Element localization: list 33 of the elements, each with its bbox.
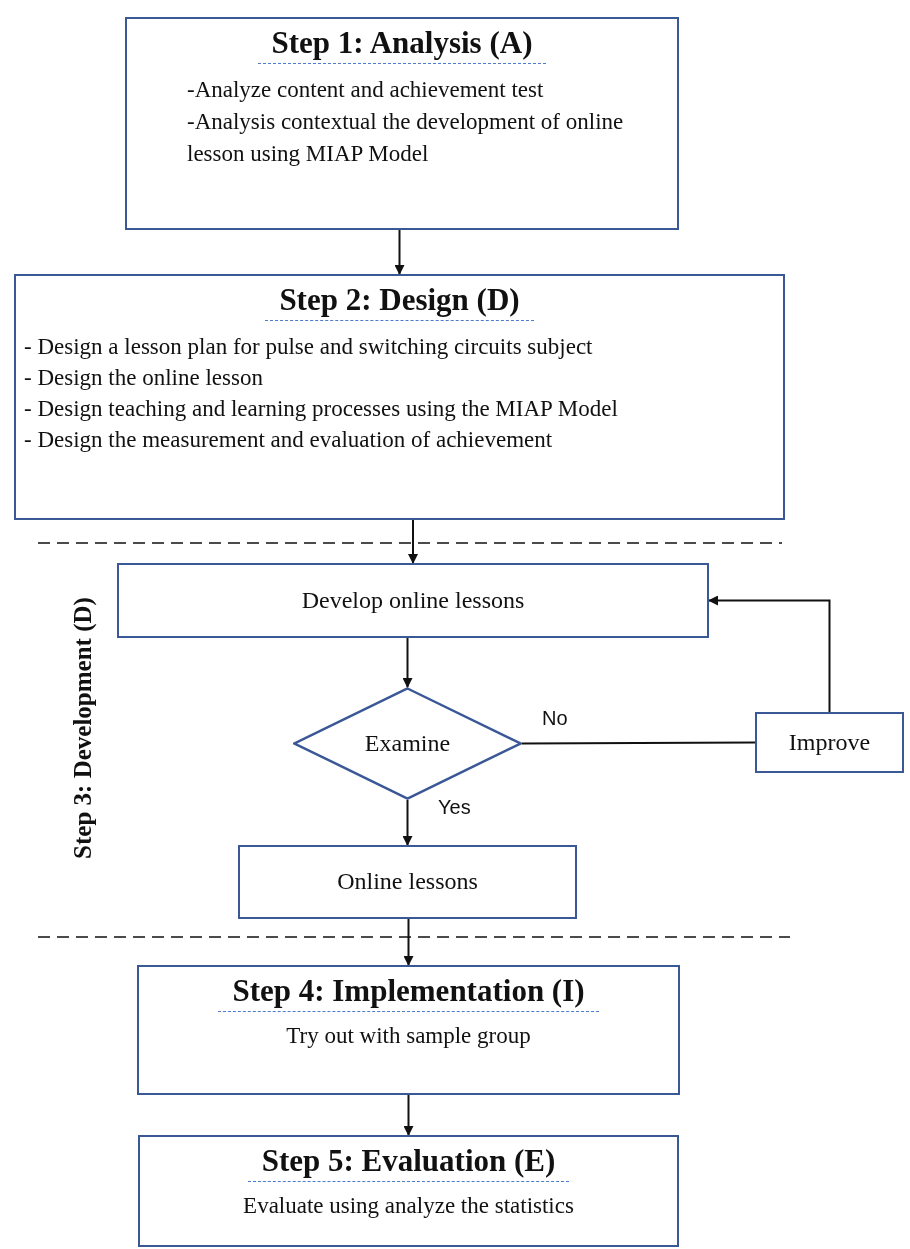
process-label: Develop online lessons xyxy=(301,585,525,615)
step-box xyxy=(125,17,679,230)
step-description: Try out with sample group xyxy=(285,1022,532,1050)
step-heading: Step 4: Implementation (I) xyxy=(218,973,599,1012)
arrow xyxy=(403,918,414,966)
decision-label: Examine xyxy=(364,728,451,758)
step-description: - Design the measurement and evaluation of achievement xyxy=(23,426,554,455)
step-description: - Design a lesson plan for pulse and switching circuits subject xyxy=(23,333,594,361)
arrow xyxy=(402,799,413,846)
step-box xyxy=(137,965,680,1095)
step-box xyxy=(14,274,785,520)
process-label: Online lessons xyxy=(337,867,478,897)
step-description: Evaluate using analyze the statistics xyxy=(242,1192,575,1220)
step-description: - Design the online lesson xyxy=(23,364,264,393)
phase-label: Step 3: Development (D) xyxy=(69,596,97,861)
arrow xyxy=(402,637,413,688)
process-box xyxy=(238,845,577,919)
step-heading: Step 1: Analysis (A) xyxy=(257,25,547,64)
process-box xyxy=(755,712,904,773)
step-box xyxy=(138,1135,679,1247)
step-description: -Analysis contextual the development of online lesson using MIAP Model xyxy=(186,108,625,169)
step-description: -Analyze content and achievement test xyxy=(186,76,545,104)
step-heading: Step 5: Evaluation (E) xyxy=(247,1143,570,1182)
step-heading: Step 2: Design (D) xyxy=(265,282,534,321)
step-description: - Design teaching and learning processes using the MIAP Model xyxy=(23,395,619,424)
arrow xyxy=(408,519,418,564)
arrow xyxy=(394,229,405,275)
decision-diamond xyxy=(293,687,522,800)
connector-line xyxy=(521,741,756,745)
process-label: Improve xyxy=(788,727,871,757)
arrow xyxy=(403,1094,414,1136)
arrow xyxy=(708,595,831,713)
process-box xyxy=(117,563,709,638)
